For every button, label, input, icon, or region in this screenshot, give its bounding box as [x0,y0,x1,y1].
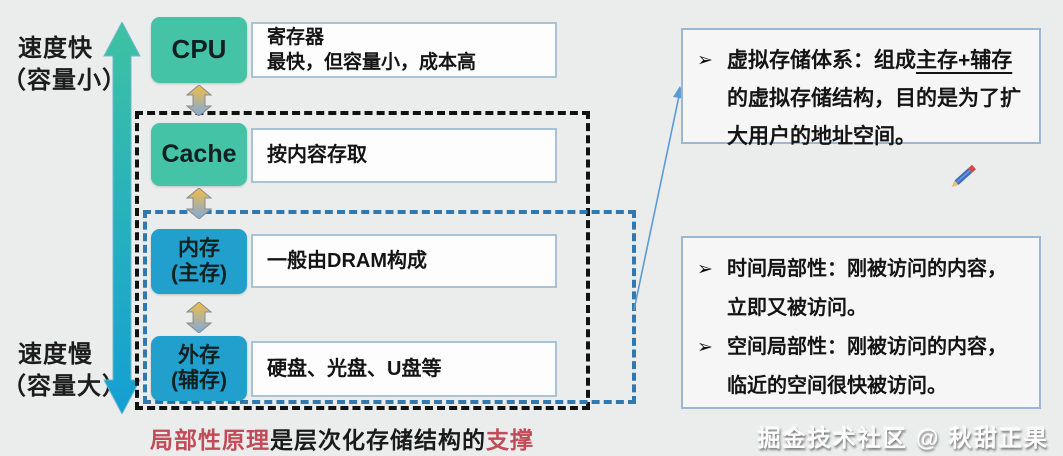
pencil-icon [951,164,977,188]
cache-box: Cache [151,123,247,186]
double-headed-arrow-icon [186,188,212,219]
cpu-desc-line2: 最快，但容量小，成本高 [267,52,477,73]
cpu-box: CPU [151,17,247,83]
spatial-locality-text: 空间局部性：刚被访问的内容，临近的空间很快被访问。 [727,336,1007,397]
speed-fast-label: 速度快 [18,35,93,62]
arrow-bullet-icon: ➢ [697,337,713,358]
external-storage-desc-line1: 硬盘、光盘、U盘等 [267,357,442,380]
double-headed-arrow-icon [186,85,212,116]
cache-desc-box: 按内容存取 [251,128,557,183]
cache-box-label: Cache [161,140,237,169]
caption-part2: 是层次化存储结构的 [270,427,486,453]
main-memory-desc-line1: 一般由DRAM构成 [267,249,427,272]
virtual-memory-note-item: ➢ 虚拟存储体系：组成主存+辅存的虚拟存储结构，目的是为了扩大用户的地址空间。 [697,42,1025,156]
capacity-large-label: （容量大） [2,373,127,400]
external-storage-label-line2: (辅存) [171,368,227,392]
double-headed-arrow-icon [186,302,212,333]
external-storage-box: 外存 (辅存) [151,336,247,401]
main-memory-label-line1: 内存 [178,237,220,261]
spatial-locality-item: ➢ 空间局部性：刚被访问的内容，临近的空间很快被访问。 [697,328,1025,406]
virtual-memory-note-box: ➢ 虚拟存储体系：组成主存+辅存的虚拟存储结构，目的是为了扩大用户的地址空间。 [681,28,1041,148]
speed-gradient-arrow-icon [103,22,141,414]
caption-part1: 局部性原理 [150,427,270,453]
cpu-desc-line1: 寄存器 [267,27,325,48]
watermark-text: 掘金技术社区 @ 秋甜正果 [757,425,1049,451]
external-storage-desc-box: 硬盘、光盘、U盘等 [251,341,557,397]
arrow-bullet-icon: ➢ [697,259,713,280]
speed-slow-label: 速度慢 [18,341,93,368]
arrow-bullet-icon: ➢ [697,50,713,71]
cache-to-disk-dashed-group [135,111,590,410]
caption-part3: 支撑 [486,427,534,453]
external-storage-label-line1: 外存 [178,344,220,368]
capacity-small-label: （容量小） [2,67,127,94]
virtual-memory-note-text: 虚拟存储体系：组成主存+辅存的虚拟存储结构，目的是为了扩大用户的地址空间。 [727,42,1025,156]
virtual-memory-note-prefix: 虚拟存储体系：组成 [727,49,916,72]
temporal-locality-item: ➢ 时间局部性：刚被访问的内容，立即又被访问。 [697,250,1025,328]
main-memory-box: 内存 (主存) [151,229,247,294]
temporal-locality-text: 时间局部性：刚被访问的内容，立即又被访问。 [727,258,1007,319]
locality-principle-caption: 局部性原理是层次化存储结构的支撑 [150,421,534,455]
cache-desc-line1: 按内容存取 [267,144,367,166]
virtual-memory-note-suffix: 的虚拟存储结构，目的是为了扩大用户的地址空间。 [727,87,1021,148]
locality-note-box: ➢ 时间局部性：刚被访问的内容，立即又被访问。 ➢ 空间局部性：刚被访问的内容，… [681,236,1041,409]
cpu-desc-box: 寄存器 最快，但容量小，成本高 [251,22,557,78]
virtual-memory-note-underlined: 主存+辅存 [916,49,1013,72]
main-memory-label-line2: (主存) [171,261,227,285]
cpu-box-label: CPU [171,34,227,65]
main-memory-desc-box: 一般由DRAM构成 [251,234,557,288]
